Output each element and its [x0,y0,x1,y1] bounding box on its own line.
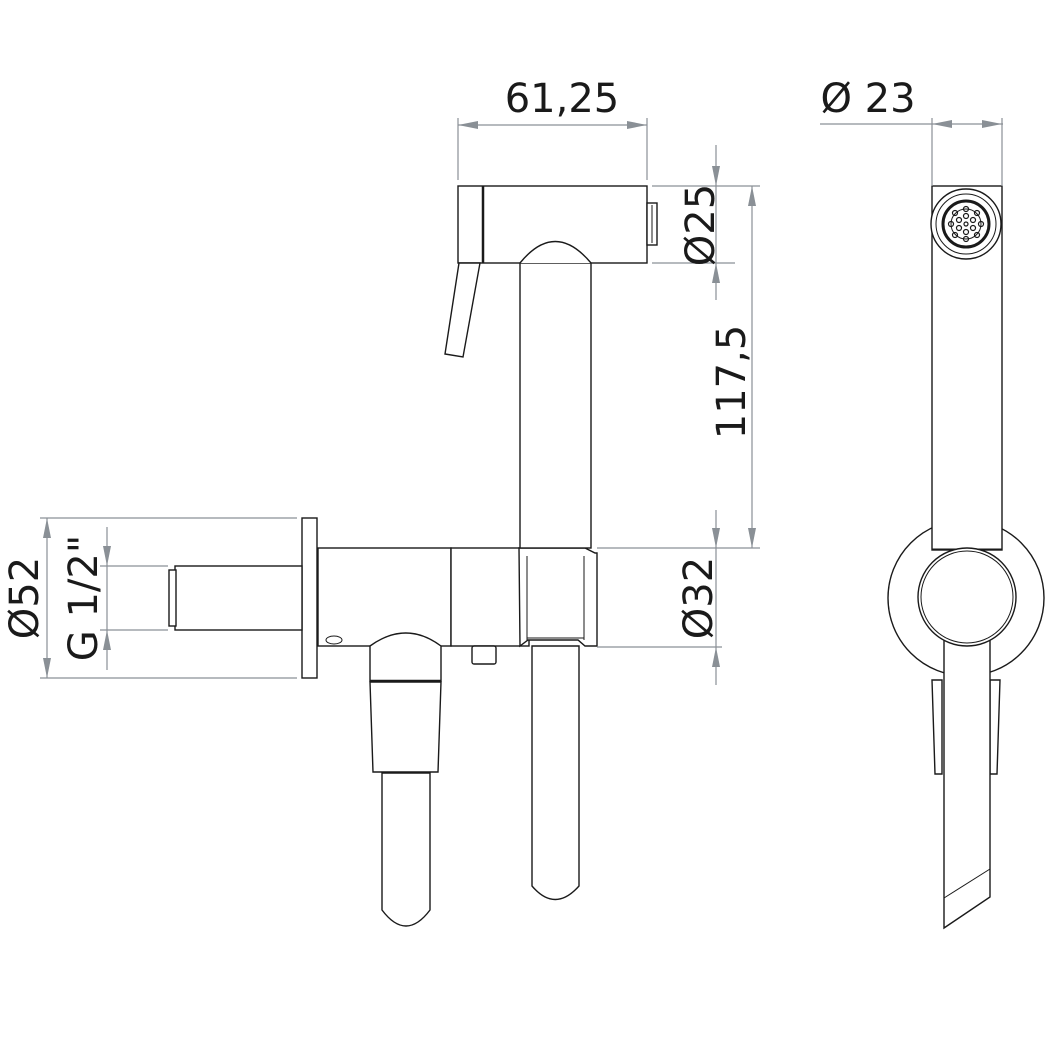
dim-thread: G 1/2" [61,535,107,661]
handle-body [519,261,592,549]
side-hose [943,639,991,930]
wall-rosette [301,517,318,679]
spray-holes [947,205,985,243]
dim-head-length: 61,25 [505,76,620,122]
hose-right [531,645,580,901]
set-screw [325,635,343,645]
hose-nut [369,681,442,773]
valve-body [317,547,452,647]
trigger-lever [444,262,481,358]
dim-handle-length: 117,5 [709,325,755,440]
inlet-pipe [174,565,303,631]
side-tab-right [989,679,1001,775]
valve-body-mid [450,547,530,647]
head-neck [519,240,592,264]
dimensions-side: Ø 23 [820,76,1003,186]
side-tab-left [931,679,943,775]
front-view [168,185,658,927]
dim-valve-diameter: Ø32 [676,557,722,639]
side-nozzle [930,188,1002,260]
dim-rosette-diameter: Ø52 [2,557,48,639]
valve-knob [471,645,497,665]
valve-outlet [369,632,442,682]
inlet-thread-end [168,569,177,627]
hose-left [381,772,431,927]
holder-collar [518,547,598,648]
dimensions-front: 61,25 Ø25 117,5 Ø32 Ø52 G 1/2" [2,76,760,685]
dim-nozzle-diameter: Ø 23 [820,76,915,122]
side-view [887,185,1045,930]
side-valve [917,547,1017,647]
dim-head-diameter: Ø25 [678,184,724,266]
